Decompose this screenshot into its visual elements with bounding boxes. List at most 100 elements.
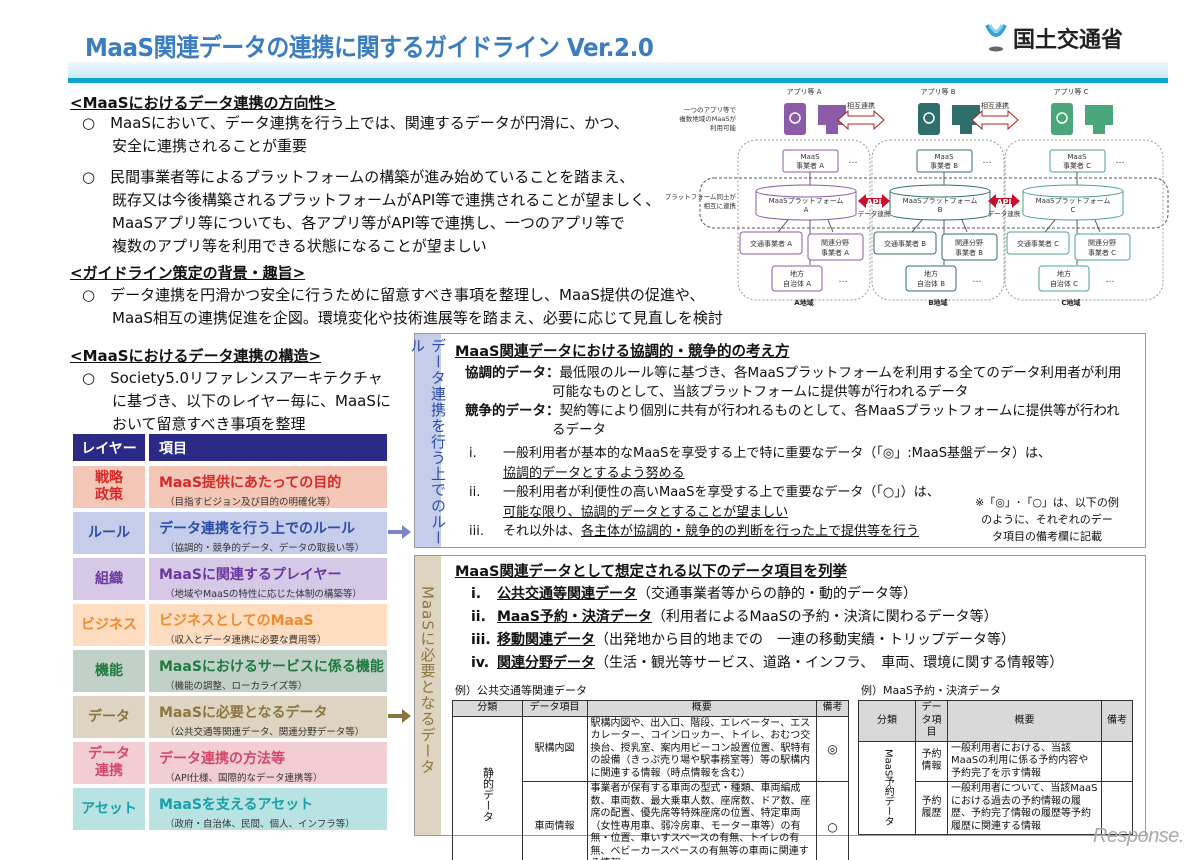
platform-label: MaaSプラットフォーム [903,197,978,205]
platform-label: B [938,206,943,214]
data-strip: MaaSに必要となるデータ [415,556,441,835]
item-num: i. [469,444,503,464]
platform-label: A [804,206,809,214]
item-text: 一般利用者が基本的なMaaSを享受する上で特に重要なデータ（「◎」:MaaS基盤… [503,444,1051,464]
layer-row: ルールデータ連携を行う上でのルール（協調的・競争的データ、データの取扱い等） [73,512,387,554]
response-watermark: Response. [1093,825,1184,848]
layer-title: MaaSを支えるアセット [159,794,387,814]
item-text-2: 協調的データとするよう努める [469,464,1051,484]
rules-heading: MaaS関連データにおける協調的・競争的の考え方 [455,344,789,360]
summary: 一般利用者における、当該MaaSの利用に係る予約内容や予約完了を示す情報 [948,741,1102,782]
comp-text-2: るデータ [465,421,1121,440]
link-line [912,220,922,232]
section-line: に基づき、以下のレイヤー毎に、MaaSに [82,390,391,413]
mutual-link-label: 相互連携 [981,101,1009,110]
platform-top [1023,185,1123,197]
local-gov-label: 自治体 A [783,279,811,288]
layer-subtitle: （地域やMaaSの特性に応じた体制の構築等） [165,586,387,600]
mutual-link-label: 相互連携 [847,101,875,110]
platform-top [756,185,856,197]
item-desc: （生活・観光等サービス、道路・インフラ、 車両、環境に関する情報等） [595,655,1063,671]
related-operator-label: 関連分野 [821,238,849,247]
item-num: ii. [469,483,503,503]
link-line [828,220,833,232]
th: 概要 [948,701,1102,742]
item-num: iv. [471,652,497,675]
table1-caption: 例）公共交通等関連データ [455,682,587,698]
api-label: API [866,198,881,207]
item-text-underlined: 各主体が協調的・競争的の判断を行った上で提供等を行う [581,522,919,542]
mlit-logo: 国土交通省 [985,22,1123,54]
link-line [962,220,967,232]
maas-operator-label: MaaS [800,153,820,161]
note-label: 一つのアプリ等で [684,105,737,114]
item-name: 公共交通等関連データ [497,586,637,602]
region-label: C地域 [1061,298,1080,307]
layer-row: データ 連携データ連携の方法等（API仕様、国際的なデータ連携等） [73,742,387,784]
header-item: 項目 [149,434,387,461]
layer-title: MaaSに関連するプレイヤー [159,564,387,584]
coop-label: 協調的データ： [465,365,560,381]
item-name: MaaS予約・決済データ [497,609,652,625]
layer-name: 組織 [73,558,145,600]
note-label: 相互に連携 [704,201,737,210]
layer-title: MaaSにおけるサービスに係る機能 [159,656,387,676]
ellipsis: … [849,156,858,166]
comp-label: 競争的データ： [465,403,560,419]
mutual-link-arrow-icon [838,111,884,129]
item: 車両情報 [522,782,587,860]
table-header-row: 分類 データ項目 概要 備考 [859,701,1133,742]
mutual-link-arrow-icon [972,111,1018,129]
note: ○ [817,782,849,860]
maas-operator-label: MaaS [1067,153,1087,161]
layer-name: データ [73,696,145,738]
layer-name: 戦略 政策 [73,466,145,508]
note-line: タ項目の備考欄に記載 [975,528,1119,545]
layer-subtitle: （協調的・競争的データ、データの取扱い等） [165,540,387,554]
section-line: 安全に連携されることが重要 [82,135,307,158]
section-heading: <MaaSにおけるデータ連携の構造> [70,345,321,366]
section-line: 複数のアプリ等を利用できる状態になることが望ましい [82,235,487,258]
layer-title: データ連携の方法等 [159,748,387,768]
related-operator-label: 関連分野 [1088,238,1116,247]
related-operator-label: 事業者 C [1088,248,1116,257]
section-line: MaaSアプリ等についても、各アプリ等がAPI等で連携し、一つのアプリ等で [82,212,625,235]
note [1102,741,1133,782]
local-gov-label: 自治体 B [917,279,945,288]
note-line: のように、それぞれのデー [975,511,1119,528]
comp-text: 契約等により個別に共有が行われるものとして、各MaaSプラットフォームに提供等が… [560,403,1120,419]
th: データ項目 [916,701,948,742]
layer-subtitle: （API仕様、国際的なデータ連携等） [165,770,387,784]
item-name: 関連分野データ [497,655,595,671]
summary: 一般利用者について、当該MaaSにおける過去の予約情報の履歴、予約完了情報の履歴… [948,782,1102,835]
item: 予約情報 [916,741,948,782]
note-label: 利用可能 [710,123,737,132]
item-text: それ以外は、 [503,522,581,542]
item: 予約履歴 [916,782,948,835]
th: 概要 [587,701,817,717]
region-label: A地域 [794,298,813,307]
item-desc: （利用者によるMaaSの予約・決済に関わるデータ等） [652,609,998,625]
layer-table-header: レイヤー 項目 [73,434,387,461]
table-row: MaaS予約データ 予約情報 一般利用者における、当該MaaSの利用に係る予約内… [859,741,1133,782]
app-label: アプリ等 C [1053,87,1088,96]
summary: 事業者が保有する車両の型式・種類、車両編成数、車両数、最大乗車人数、座席数、ドア… [587,782,817,860]
layer-row: ビジネスビジネスとしてのMaaS（収入とデータ連携に必要な費用等） [73,604,387,646]
item: 駅構内図 [522,716,587,782]
layer-name: ビジネス [73,604,145,646]
note: ◎ [817,716,849,782]
maas-operator-label: 事業者 B [930,161,958,170]
data-link-label: データ連携 [858,209,891,218]
region-label: B地域 [928,298,947,307]
tablet-icon [918,103,940,135]
item-num: iii. [469,522,503,542]
platform-label: MaaSプラットフォーム [1036,197,1111,205]
related-operator-label: 事業者 B [955,248,983,257]
item-num: i. [471,583,497,606]
maas-operator-label: 事業者 A [796,161,824,170]
layer-subtitle: （機能の調整、ローカライズ等） [165,678,387,692]
local-gov-label: 地方 [924,269,938,278]
